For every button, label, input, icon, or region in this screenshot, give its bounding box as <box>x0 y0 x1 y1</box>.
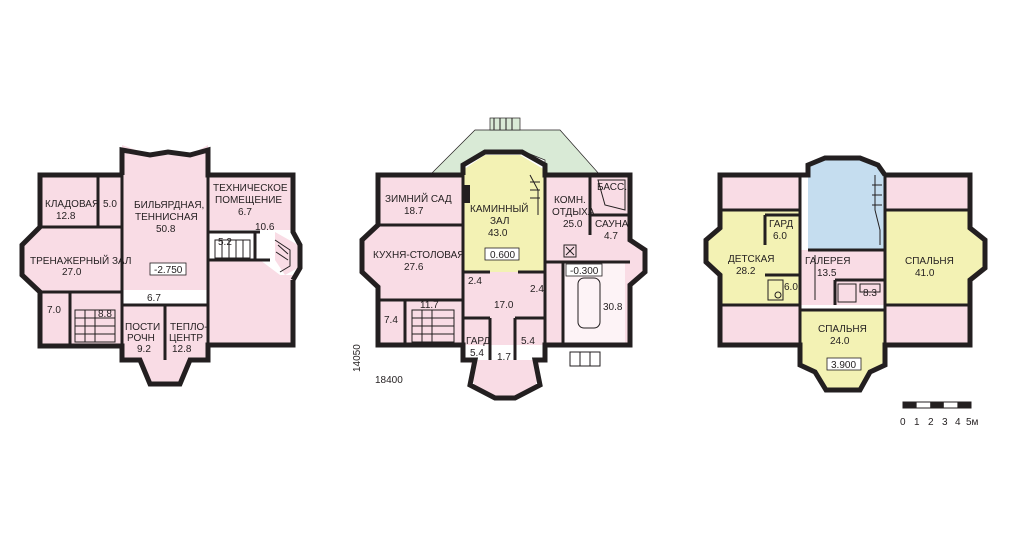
kitchen-label: КУХНЯ-СТОЛОВАЯ <box>373 250 465 261</box>
billiard-label-2: ТЕННИСНАЯ <box>135 212 198 223</box>
upper-level: 3.900 <box>831 360 856 371</box>
scale-3: 3 <box>942 417 948 428</box>
room-7-0: 7.0 <box>47 305 61 316</box>
laundry-label-2: РОЧН <box>127 333 155 344</box>
bath-6-0: 6.0 <box>784 282 798 293</box>
rest-label-2: ОТДЫХА <box>552 207 595 218</box>
bath-8-3: 8.3 <box>863 288 877 299</box>
kitchen-lower <box>378 285 463 345</box>
fireplace-hall <box>463 155 545 272</box>
gallery-label: ГАЛЕРЕЯ <box>805 256 850 267</box>
hall-area: 17.0 <box>494 300 514 311</box>
storage-label: КЛАДОВАЯ <box>45 199 99 210</box>
kitchen-area: 27.6 <box>404 262 424 273</box>
heat-label-1: ТЕПЛО- <box>170 322 208 333</box>
room-5-4: 5.4 <box>521 336 535 347</box>
hall <box>463 272 545 345</box>
wardrobe-label: ГАРД <box>466 336 490 347</box>
scale-4: 4 <box>955 417 961 428</box>
winter-garden <box>378 175 463 225</box>
bedroom-label: СПАЛЬНЯ <box>818 324 867 335</box>
technical-area: 6.7 <box>238 207 252 218</box>
heat-label-2: ЦЕНТР <box>169 333 203 344</box>
gallery-area: 13.5 <box>817 268 837 279</box>
scale-5: 5м <box>966 417 979 428</box>
ground-plan: ЗИМНИЙ САД 18.7 КАМИННЫЙ ЗАЛ 43.0 0.600 … <box>352 117 648 401</box>
room-1-7: 1.7 <box>497 352 511 363</box>
room-7-4: 7.4 <box>384 315 398 326</box>
billiard-label-1: БИЛЬЯРДНАЯ, <box>134 200 204 211</box>
basement-plan: КЛАДОВАЯ 12.8 5.0 БИЛЬЯРДНАЯ, ТЕННИСНАЯ … <box>19 145 303 387</box>
void-blue <box>808 158 885 250</box>
room-5-label: 5.0 <box>103 199 117 210</box>
technical-label-2: ПОМЕЩЕНИЕ <box>215 195 282 206</box>
technical-room <box>208 175 293 230</box>
scale-1: 1 <box>914 417 920 428</box>
basement-stairs <box>74 239 291 343</box>
billiard-area: 50.8 <box>156 224 176 235</box>
bedroom <box>800 310 885 388</box>
fireplace-label-1: КАМИННЫЙ <box>470 202 529 215</box>
bay-bottom <box>140 360 190 382</box>
pool-label: БАСС. <box>597 182 627 193</box>
bedroom-area: 24.0 <box>830 336 850 347</box>
ward-area: 6.0 <box>773 231 787 242</box>
height-dimension: 14050 <box>352 344 363 372</box>
ground-stairs <box>411 174 626 367</box>
garage-area: 30.8 <box>603 302 623 313</box>
storage-room <box>40 175 122 227</box>
upper-plan: ГАРД 6.0 ДЕТСКАЯ 28.2 ГАЛЕРЕЯ 13.5 СПАЛЬ… <box>703 155 988 393</box>
garage-level: -0.300 <box>570 266 599 277</box>
big-bedroom <box>885 210 985 305</box>
room-2-4b: 2.4 <box>530 284 544 295</box>
scale-2: 2 <box>928 417 934 428</box>
billiard-room <box>122 145 208 290</box>
ward-label: ГАРД <box>769 219 793 230</box>
fireplace-label-2: ЗАЛ <box>490 216 510 227</box>
winter-garden-label: ЗИМНИЙ САД <box>385 192 452 205</box>
stair-room <box>40 292 122 346</box>
laundry-label-1: ПОСТИ <box>125 322 160 333</box>
room-6-7: 6.7 <box>147 293 161 304</box>
scale-0: 0 <box>900 417 906 428</box>
entry-bay <box>470 360 540 398</box>
kids-label: ДЕТСКАЯ <box>728 254 775 265</box>
gym-room <box>22 227 122 292</box>
ground-level: 0.600 <box>490 250 515 261</box>
gym-label: ТРЕНАЖЕРНЫЙ ЗАЛ <box>30 254 131 267</box>
wardrobe-area: 5.4 <box>470 348 484 359</box>
kitchen <box>362 225 463 285</box>
room-2-4a: 2.4 <box>468 276 482 287</box>
gym-area: 27.0 <box>62 267 82 278</box>
basement-level: -2.750 <box>154 265 183 276</box>
kids-room <box>706 210 800 305</box>
fireplace-area: 43.0 <box>488 228 508 239</box>
rest-label-1: КОМН. <box>554 195 586 206</box>
right-room <box>208 260 293 345</box>
rest-area: 25.0 <box>563 219 583 230</box>
width-dimension: 18400 <box>375 375 403 386</box>
laundry-area: 9.2 <box>137 344 151 355</box>
big-bedroom-area: 41.0 <box>915 268 935 279</box>
kids-area: 28.2 <box>736 266 756 277</box>
heat-area: 12.8 <box>172 344 192 355</box>
storage-area: 12.8 <box>56 211 76 222</box>
gallery <box>800 250 885 305</box>
sauna-label: САУНА <box>595 219 629 230</box>
room-11-7: 11.7 <box>420 300 439 311</box>
scale-bar: 0 1 2 3 4 5м <box>900 401 979 428</box>
room-10-6: 10.6 <box>255 222 275 233</box>
room-8-8: 8.8 <box>98 309 112 320</box>
room-5-2: 5.2 <box>218 237 232 248</box>
technical-label-1: ТЕХНИЧЕСКОЕ <box>213 183 288 194</box>
big-bedroom-label: СПАЛЬНЯ <box>905 256 954 267</box>
upper-fixtures <box>767 175 882 303</box>
winter-garden-area: 18.7 <box>404 206 424 217</box>
sauna-area: 4.7 <box>604 231 618 242</box>
